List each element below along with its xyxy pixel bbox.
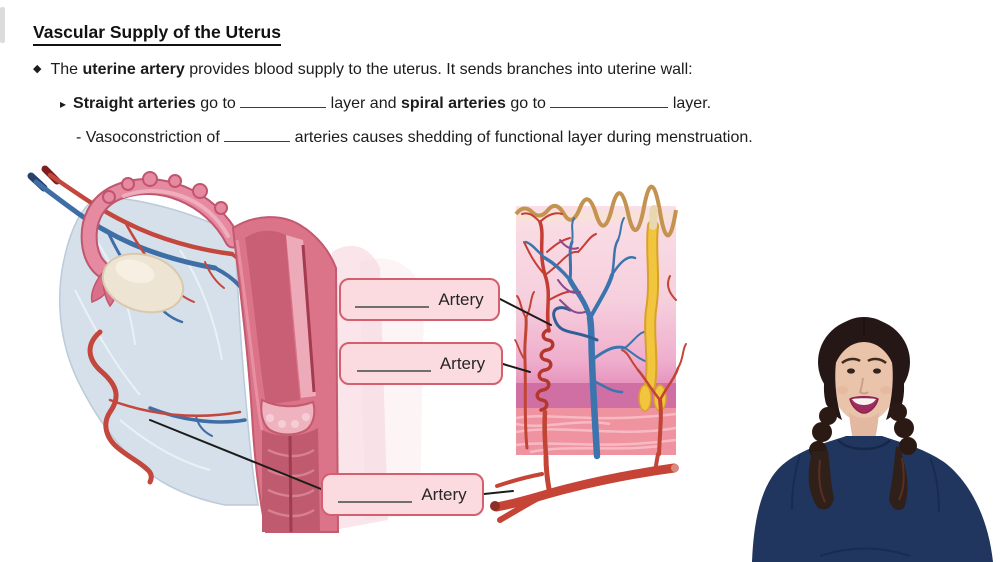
shirt <box>752 436 993 562</box>
faded-tissue-ghost-2 <box>360 258 424 520</box>
callout-line-spiral <box>499 298 552 326</box>
bullet-line-1: ◆ The uterine artery provides blood suppl… <box>33 61 693 79</box>
braid-right <box>889 403 917 510</box>
presenter <box>752 317 993 562</box>
bullet2-end: layer. <box>668 95 712 112</box>
bullet1-bold: uterine artery <box>82 61 185 78</box>
label-text: Artery <box>421 484 467 504</box>
face <box>832 342 896 422</box>
eyebrow-left <box>841 357 861 365</box>
bullet3-pre: Vasoconstriction of <box>81 129 225 146</box>
bullet1-post: provides blood supply to the uterus. It … <box>184 61 693 78</box>
label-box-straight-artery: Artery <box>339 342 503 385</box>
radial-artery-right <box>621 275 687 456</box>
eye-right <box>873 368 881 374</box>
facial-features <box>836 357 892 414</box>
vaginal-canal <box>262 428 320 533</box>
fill-in-blank-basal <box>550 94 669 108</box>
nose <box>858 377 869 395</box>
eye-left <box>847 368 855 374</box>
blush-right <box>880 386 892 394</box>
braid-left <box>808 407 837 510</box>
callout-lines <box>149 298 552 495</box>
callout-line-straight <box>502 363 531 373</box>
bullet-line-3: - Vasoconstriction of arteries causes sh… <box>76 128 753 147</box>
hair-top <box>829 317 899 358</box>
fill-in-blank-functional <box>240 94 327 108</box>
label-blank-line <box>355 292 430 308</box>
fill-in-blank-spiral <box>224 128 291 142</box>
window-edge-artifact <box>0 7 5 43</box>
teeth <box>852 398 876 405</box>
surface-epithelium <box>514 184 678 238</box>
label-text: Artery <box>438 289 484 309</box>
bullet1-pre: The <box>50 61 83 78</box>
blush-left <box>836 386 848 394</box>
arcuate-artery <box>490 452 679 523</box>
dash-bullet: - <box>76 129 82 146</box>
spiral-coil <box>535 328 555 412</box>
endometrium-histology <box>490 184 687 523</box>
callout-line-uterine-left <box>149 419 322 490</box>
bullet2-mid2: layer and <box>326 95 401 112</box>
bullet2-bold1: Straight arteries <box>73 95 196 112</box>
hair-side-left <box>823 356 842 420</box>
bullet-line-2: ▸ Straight arteries go to layer and spira… <box>60 94 711 113</box>
spiral-artery <box>521 212 597 459</box>
label-blank-line <box>356 356 431 372</box>
bullet2-bold2: spiral arteries <box>400 95 506 112</box>
uterine-artery <box>87 329 154 485</box>
neckline <box>837 439 891 451</box>
sleeve-seam-left <box>791 454 801 511</box>
label-blank-line <box>338 487 413 503</box>
eyebrow-right <box>867 357 887 365</box>
arm-fold <box>819 547 911 557</box>
callout-line-uterine-right <box>483 490 514 495</box>
page-title: Vascular Supply of the Uterus <box>33 22 281 46</box>
capillary-links <box>557 239 586 314</box>
triangle-bullet-icon: ▸ <box>60 97 67 111</box>
straight-artery <box>514 291 535 450</box>
label-box-spiral-artery: Artery <box>339 278 500 321</box>
diamond-bullet-icon: ◆ <box>33 63 42 75</box>
bullet2-mid1: go to <box>195 95 241 112</box>
bullet3-post: arteries causes shedding of functional l… <box>290 129 753 146</box>
cervix <box>260 398 316 436</box>
label-text: Artery <box>439 353 486 373</box>
tube-scallops <box>102 171 228 215</box>
label-box-uterine-artery: Artery <box>321 473 484 516</box>
bullet2-mid3: go to <box>505 95 551 112</box>
sleeve-seam-right <box>929 457 940 513</box>
ovary <box>101 252 185 314</box>
uterus-illustration <box>27 165 424 533</box>
